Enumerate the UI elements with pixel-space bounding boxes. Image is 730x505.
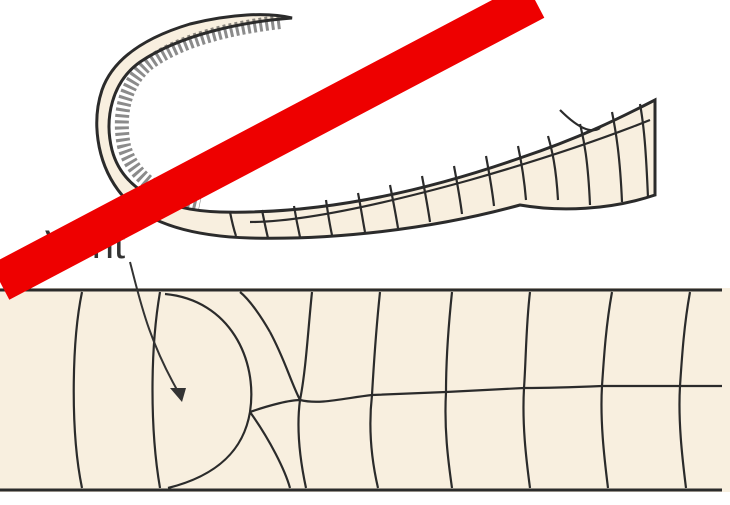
belly-strip-illustration — [0, 288, 730, 492]
belly-strip-background — [0, 288, 730, 492]
